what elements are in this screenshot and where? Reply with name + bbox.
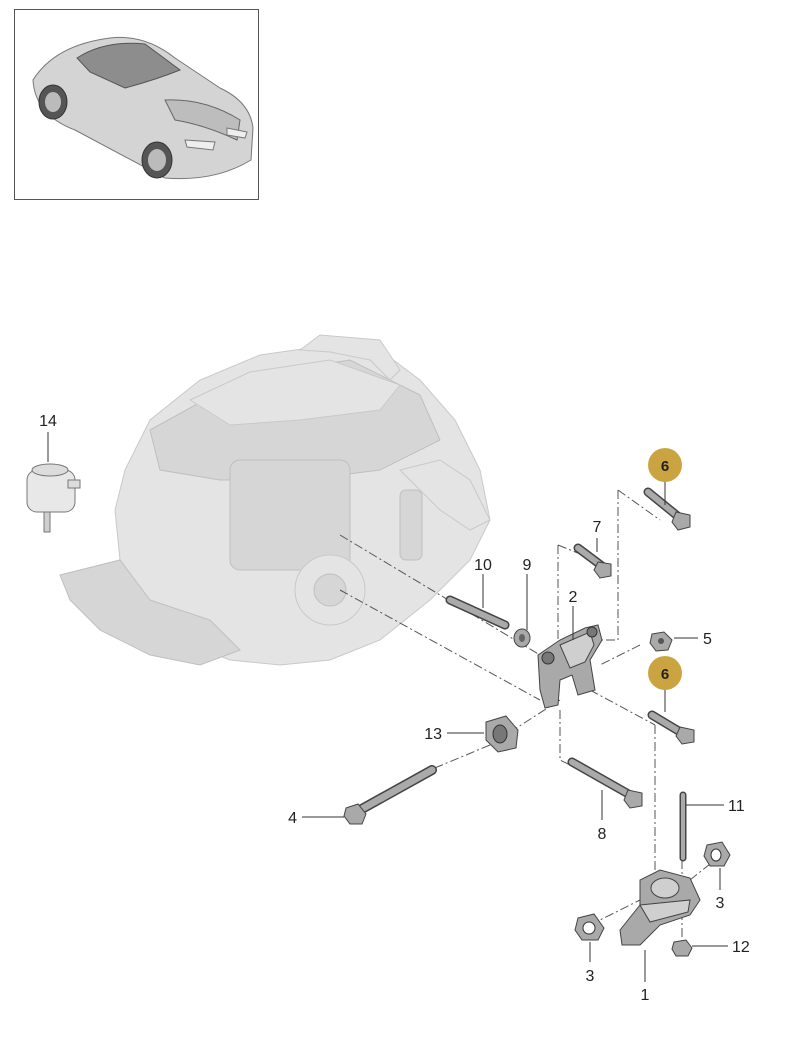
part-7-bolt bbox=[573, 543, 612, 579]
callout-9[interactable]: 9 bbox=[523, 557, 532, 574]
highlight-badge-6-lower bbox=[648, 656, 682, 690]
callout-11[interactable]: 11 bbox=[728, 798, 745, 815]
part-2-bracket bbox=[537, 624, 603, 709]
callout-12[interactable]: 12 bbox=[732, 939, 750, 956]
vehicle-inset-frame bbox=[14, 9, 259, 200]
part-13-bushing bbox=[485, 715, 519, 753]
part-5-nut bbox=[649, 631, 673, 652]
part-10-stud bbox=[445, 595, 510, 630]
callout-3-left[interactable]: 3 bbox=[586, 968, 595, 985]
car-thumbnail-icon bbox=[32, 36, 254, 180]
part-12-nut bbox=[671, 939, 693, 957]
part-1-engine-mount bbox=[619, 869, 701, 946]
callout-7[interactable]: 7 bbox=[593, 519, 602, 536]
part-8-bolt bbox=[567, 757, 643, 809]
callout-10[interactable]: 10 bbox=[474, 557, 492, 574]
callout-5[interactable]: 5 bbox=[703, 631, 712, 648]
highlight-badge-6-upper bbox=[648, 448, 682, 482]
part-9-spacer bbox=[513, 628, 531, 648]
callout-13[interactable]: 13 bbox=[424, 726, 442, 743]
part-4-long-bolt bbox=[343, 765, 437, 825]
part-3-washer-left bbox=[574, 913, 605, 941]
callout-14[interactable]: 14 bbox=[39, 413, 57, 430]
callout-6-upper[interactable]: 6 bbox=[661, 458, 669, 475]
part-6-bolt-upper bbox=[643, 487, 691, 531]
leader-lines bbox=[47, 432, 728, 982]
callout-6-lower[interactable]: 6 bbox=[661, 666, 669, 683]
part-14-canister bbox=[26, 463, 81, 533]
callout-1[interactable]: 1 bbox=[641, 987, 650, 1004]
part-6-bolt-lower bbox=[647, 710, 695, 745]
callout-2[interactable]: 2 bbox=[569, 589, 578, 606]
engine-assembly bbox=[59, 334, 491, 666]
part-3-washer-right bbox=[703, 841, 731, 867]
callout-3-right[interactable]: 3 bbox=[716, 895, 725, 912]
callout-4[interactable]: 4 bbox=[288, 810, 297, 827]
callout-8[interactable]: 8 bbox=[598, 826, 607, 843]
